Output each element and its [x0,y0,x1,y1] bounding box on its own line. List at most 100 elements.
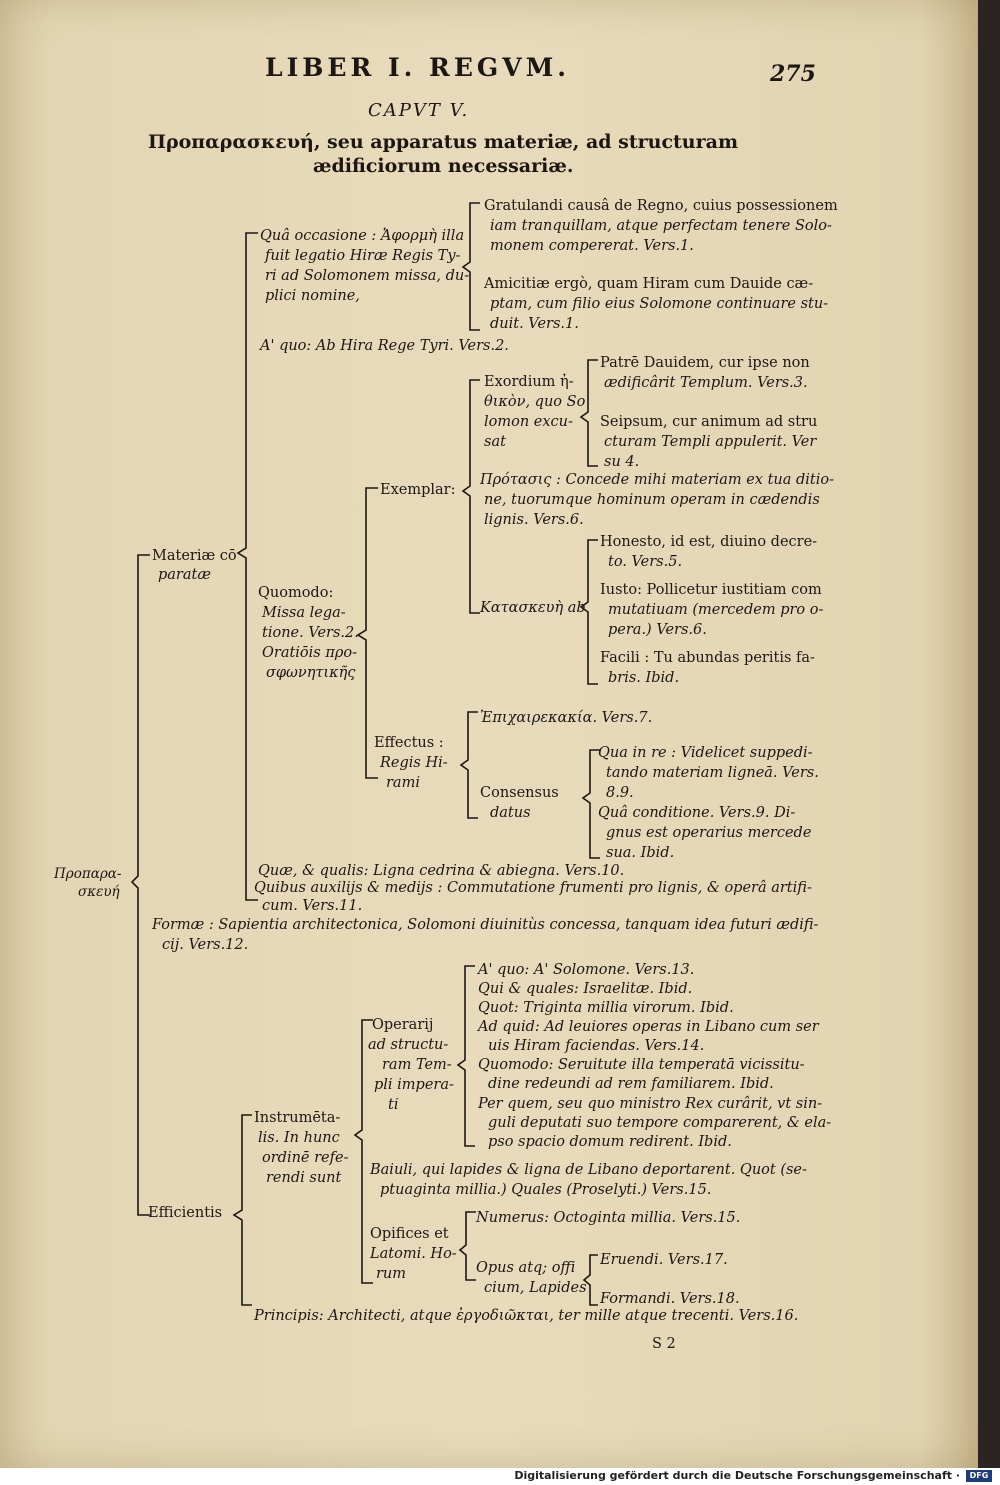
patre-line-2: ædificârit Templum. Vers.3. [604,375,808,391]
title-line-2: ædificiorum necessariæ. [313,155,574,177]
quibus-line-1: Quibus auxilijs & medijs : Commutatione … [254,880,812,896]
root-label: Προπαρα- [54,866,122,882]
chapter-heading: CAPVT V. [368,100,470,121]
consensus-line-1: Consensus [480,785,559,801]
op-item-qui-quales: Qui & quales: Israelitæ. Ibid. [478,981,693,997]
brace-exordium [579,359,598,467]
op-item-quomodo: Quomodo: Seruitute illa temperatā viciss… [478,1057,805,1073]
effectus-line-2: Regis Hi- [380,755,448,771]
materiae-label: Materiæ cō [152,548,237,564]
brace-quomodo [356,487,378,779]
running-title: LIBER I. REGVM. [265,53,570,82]
brace-opus [582,1254,598,1306]
brace-instrumentalis [353,1019,373,1284]
amicitiae-line-3: duit. Vers.1. [490,316,579,332]
op-item-a-quo: A' quo: A' Solomone. Vers.13. [478,962,695,978]
a-quo-hira: A' quo: Ab Hira Rege Tyri. Vers.2. [260,338,509,354]
quae-qualis: Quæ, & qualis: Ligna cedrina & abiegna. … [258,863,625,879]
opifices-line-2: Latomi. Ho- [370,1246,457,1262]
op-item-ad-quid: Ad quid: Ad leuiores operas in Libano cu… [478,1019,819,1035]
baiuli-line-2: ptuaginta millia.) Quales (Proselyti.) V… [380,1182,712,1198]
iusto-line-1: Iusto: Pollicetur iustitiam com [600,582,822,598]
op-item-per-quem-cont-1: guli deputati suo tempore comparerent, &… [488,1115,832,1131]
qua-in-re-line-2: tando materiam ligneā. Vers. [606,765,819,781]
exordium-line-1: Exordium ἠ- [484,374,574,390]
formae-line-2: cij. Vers.12. [162,937,249,953]
quibus-line-2: cum. Vers.11. [262,898,363,914]
signature-mark: S 2 [652,1336,676,1352]
title-line-1: Προπαρασκευή, seu apparatus materiæ, ad … [148,131,739,153]
brace-operarij [456,965,475,1147]
seipsum-line-2: cturam Templi appulerit. Ver [604,434,817,450]
eruendi: Eruendi. Vers.17. [600,1252,728,1268]
root-label-2: σκευή [78,884,120,900]
operarij-line-4: pli impera- [374,1077,454,1093]
brace-occasione [461,202,480,331]
exemplar-label: Exemplar: [380,482,456,498]
brace-effectus [459,711,478,819]
seipsum-line-3: su 4. [604,454,640,470]
qua-conditione-line-3: sua. Ibid. [606,845,675,861]
efficientis-label: Efficientis [148,1205,223,1221]
brace-materiae [236,232,258,901]
quomodo-line-5: σφωνητικῆς [266,665,356,681]
dfg-credit: Digitalisierung gefördert durch die Deut… [514,1469,960,1482]
quomodo-line-2: Missa lega- [262,605,346,621]
gratulandi-line-3: monem compererat. Vers.1. [490,238,694,254]
op-item-quot: Quot: Triginta millia virorum. Ibid. [478,1000,734,1016]
kataskeue-label: Κατασκευὴ ab [480,600,586,616]
dfg-logo: DFG [966,1470,992,1482]
qua-occasione-line-2: fuit legatio Hiræ Regis Ty- [265,248,461,264]
honesto-line-1: Honesto, id est, diuino decre- [600,534,818,550]
baiuli-line-1: Baiuli, qui lapides & ligna de Libano de… [370,1162,807,1178]
brace-efficientis [232,1114,252,1306]
exordium-line-4: sat [484,434,506,450]
opifices-line-3: rum [376,1266,407,1282]
op-item-per-quem: Per quem, seu quo ministro Rex curârit, … [478,1096,823,1112]
facili-line-1: Facili : Tu abundas peritis fa- [600,650,815,666]
formandi: Formandi. Vers.18. [600,1291,740,1307]
op-item-ad-quid-cont: uis Hiram faciendas. Vers.14. [488,1038,705,1054]
operarij-line-2: ad structu- [368,1037,449,1053]
qua-conditione-line-2: gnus est operarius mercede [606,825,812,841]
page-number: 275 [770,61,816,87]
effectus-line-1: Effectus : [374,735,444,751]
op-item-per-quem-cont-2: pso spacio domum redirent. Ibid. [488,1134,732,1150]
operarij-line-5: ti [388,1097,399,1113]
exordium-line-3: lomon excu- [484,414,573,430]
instrumentalis-line-1: Instrumēta- [254,1110,341,1126]
qua-occasione-line-4: plici nomine, [265,288,360,304]
instrumentalis-line-3: ordinē refe- [262,1150,349,1166]
consensus-line-2: datus [490,805,531,821]
opus-line-1: Opus atq; offi [476,1260,576,1276]
honesto-line-2: to. Vers.5. [608,554,683,570]
brace-opifices [458,1211,476,1281]
amicitiae-line-1: Amicitiæ ergò, quam Hiram cum Dauide cæ- [484,276,814,292]
numerus: Numerus: Octoginta millia. Vers.15. [476,1210,741,1226]
quomodo-line-4: Oratiōis προ- [262,645,358,661]
digitization-footer: Digitalisierung gefördert durch die Deut… [0,1468,1000,1485]
protasis-line-3: lignis. Vers.6. [484,512,584,528]
operarij-line-3: ram Tem- [382,1057,452,1073]
iusto-line-2: mutatiuam (mercedem pro o- [608,602,824,618]
facili-line-2: bris. Ibid. [608,670,680,686]
instrumentalis-line-2: lis. In hunc [258,1130,340,1146]
quomodo-line-1: Quomodo: [258,585,334,601]
protasis-line-1: Πρότασις : Concede mihi materiam ex tua … [480,472,835,488]
seipsum-line-1: Seipsum, cur animum ad stru [600,414,818,430]
qua-occasione-line-1: Quâ occasione : Ἀφορμὴ illa [260,228,465,244]
instrumentalis-line-4: rendi sunt [266,1170,342,1186]
qua-in-re-line-3: 8.9. [606,785,634,801]
qua-in-re-line-1: Qua in re : Videlicet suppedi- [598,745,813,761]
brace-exemplar [461,379,480,614]
epichairekakia: Ἐπιχαιρεκακία. Vers.7. [480,710,653,726]
opus-line-2: cium, Lapides [484,1280,587,1296]
gratulandi-line-2: iam tranquillam, atque perfectam tenere … [490,218,832,234]
protasis-line-2: ne, tuorumque hominum operam in cædendis [484,492,820,508]
qua-occasione-line-3: ri ad Solomonem missa, du- [265,268,470,284]
amicitiae-line-2: ptam, cum filio eius Solomone continuare… [490,296,829,312]
book-page: LIBER I. REGVM. 275 CAPVT V. Προπαρασκευ… [0,0,978,1468]
op-item-quomodo-cont: dine redeundi ad rem familiarem. Ibid. [488,1076,774,1092]
opifices-line-1: Opifices et [370,1226,449,1242]
iusto-line-3: pera.) Vers.6. [608,622,707,638]
